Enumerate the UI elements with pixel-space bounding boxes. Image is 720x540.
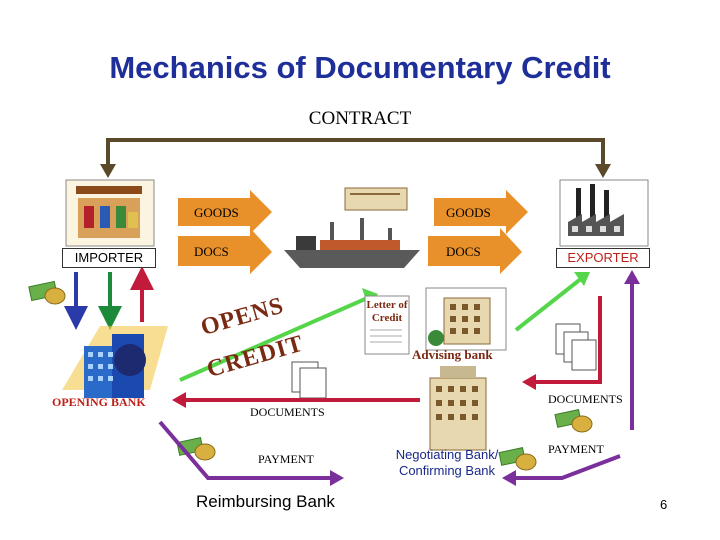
opening-bank-building-icon xyxy=(62,326,168,398)
negotiating-bank-building-icon xyxy=(429,366,487,451)
letter-of-credit-document-icon xyxy=(364,295,410,355)
documents-stack-icon xyxy=(555,323,597,371)
goods-arrow-right xyxy=(434,190,528,234)
advising-bank-building-icon xyxy=(425,287,507,351)
goods-arrow-left xyxy=(178,190,272,234)
exporter-factory-icon xyxy=(559,179,649,247)
opening-bank-label: OPENING BANK xyxy=(52,395,146,409)
importer-shop-icon xyxy=(65,179,155,247)
exporter-up-arrow-purple xyxy=(624,270,640,430)
payment-label-left: PAYMENT xyxy=(258,452,314,466)
advising-to-exporter-arrow xyxy=(514,272,590,332)
goods-label-left: GOODS xyxy=(194,205,239,220)
advising-bank-label: Advising bank xyxy=(412,347,493,362)
docs-label-right: DOCS xyxy=(446,244,481,259)
money-bag-icon xyxy=(554,409,593,433)
reimbursing-bank-label: Reimbursing Bank xyxy=(196,492,335,511)
payment-label-right: PAYMENT xyxy=(548,442,604,456)
docs-arrow-left xyxy=(178,228,272,274)
documents-label-right: DOCUMENTS xyxy=(548,392,623,406)
letter-of-credit-label: Letter of Credit xyxy=(366,299,408,324)
money-bag-icon xyxy=(498,447,537,471)
reimbursing-payment-arrow xyxy=(158,420,344,486)
negotiating-bank-label: Negotiating Bank/ Confirming Bank xyxy=(395,447,499,478)
contract-bracket xyxy=(100,138,611,178)
page-number: 6 xyxy=(660,497,668,512)
negotiating-to-opening-documents-arrow xyxy=(172,392,420,408)
goods-label-right: GOODS xyxy=(446,205,491,220)
docs-arrow-right xyxy=(428,228,522,274)
payment-to-negotiating-arrow xyxy=(502,454,621,486)
documents-label-left: DOCUMENTS xyxy=(250,405,325,419)
exporter-documents-arrow-red xyxy=(522,296,602,390)
cargo-ship-icon xyxy=(284,187,420,268)
importer-label: IMPORTER xyxy=(62,248,156,268)
page-title: Mechanics of Documentary Credit xyxy=(109,50,611,85)
money-bag-icon xyxy=(28,280,66,305)
exporter-label: EXPORTER xyxy=(556,248,650,268)
docs-label-left: DOCS xyxy=(194,244,229,259)
contract-label: CONTRACT xyxy=(308,108,412,129)
documents-stack-icon xyxy=(291,361,327,399)
